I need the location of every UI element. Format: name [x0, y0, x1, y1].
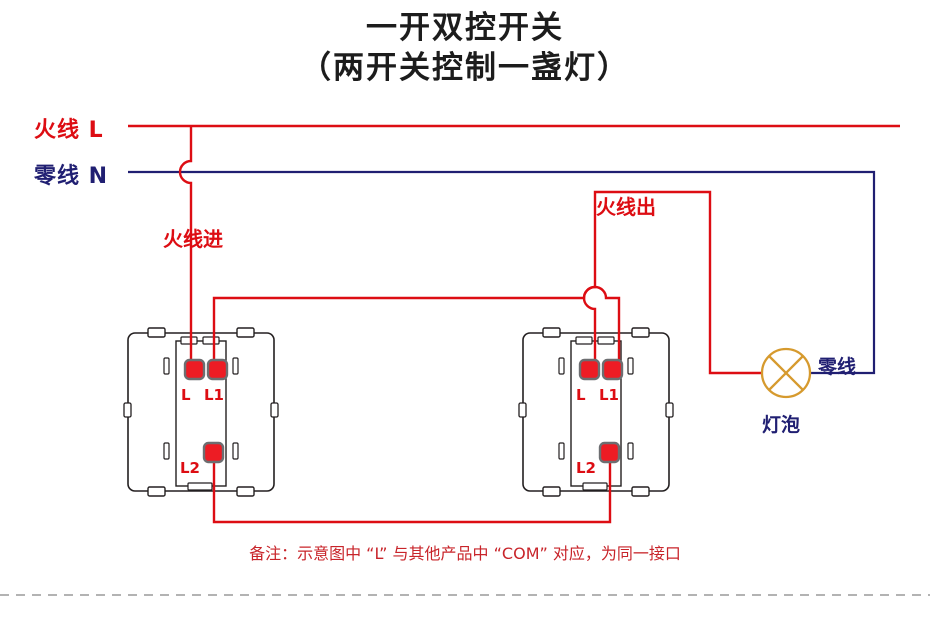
terminal-L2[interactable] [202, 441, 225, 464]
terminal-L2[interactable] [598, 441, 621, 464]
left-terminal-label-L: L [181, 386, 191, 404]
right-terminal-label-L2: L2 [576, 459, 596, 477]
left-terminal-label-L2: L2 [180, 459, 200, 477]
live-in-label: 火线进 [163, 227, 223, 251]
neutral-rail-wire [128, 170, 876, 375]
right-switch-terminals [578, 358, 624, 464]
live-out-wire [582, 190, 763, 375]
live-out-label: 火线出 [596, 195, 656, 219]
live-rail-label: 火线 L [34, 118, 104, 143]
lamp-icon [760, 347, 812, 399]
left-switch-terminals [183, 358, 229, 464]
left-switch-body [123, 327, 279, 497]
neutral-to-lamp-label: 零线 [818, 356, 857, 378]
lamp-label: 灯泡 [762, 414, 801, 436]
left-terminal-label-L1: L1 [204, 386, 224, 404]
terminal-L1[interactable] [206, 358, 229, 381]
right-terminal-label-L: L [576, 386, 586, 404]
neutral-rail-label: 零线 N [34, 164, 109, 189]
right-terminal-label-L1: L1 [599, 386, 619, 404]
terminal-L[interactable] [578, 358, 601, 381]
footnote: 备注：示意图中 “L” 与其他产品中 “COM” 对应，为同一接口 [249, 544, 681, 563]
traveler-bottom-wire [212, 455, 612, 524]
live-in-wire [178, 126, 193, 370]
terminal-L[interactable] [183, 358, 206, 381]
terminal-L1[interactable] [601, 358, 624, 381]
